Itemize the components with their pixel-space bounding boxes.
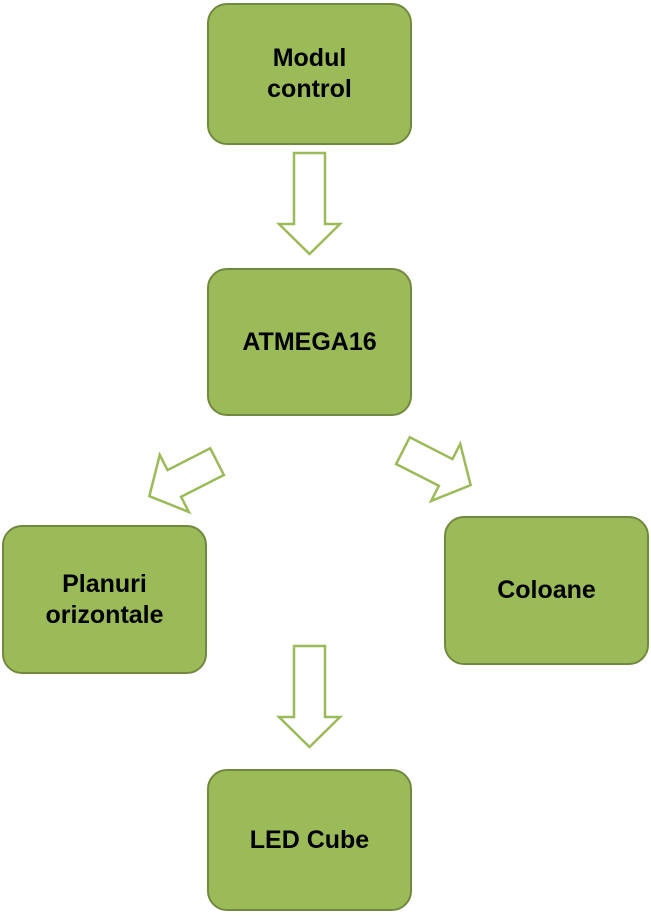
node-label: Modul control: [267, 44, 352, 103]
node-label: Planuri orizontale: [45, 569, 164, 629]
arrow-atmega-to-coloane: [394, 435, 473, 504]
arrow-planuri-to-led: [275, 644, 344, 749]
node-planuri-orizontale: Planuri orizontale: [2, 525, 207, 674]
node-coloane: Coloane: [444, 516, 649, 665]
node-atmega16: ATMEGA16: [207, 268, 412, 416]
node-label: ATMEGA16: [242, 327, 377, 356]
node-label: Coloane: [497, 576, 596, 604]
node-label: LED Cube: [249, 825, 370, 854]
arrow-atmega-to-planuri: [147, 446, 226, 515]
node-modul-control: Modul control: [207, 3, 412, 145]
arrow-modul-to-atmega: [275, 151, 344, 256]
node-led-cube: LED Cube: [207, 769, 412, 911]
